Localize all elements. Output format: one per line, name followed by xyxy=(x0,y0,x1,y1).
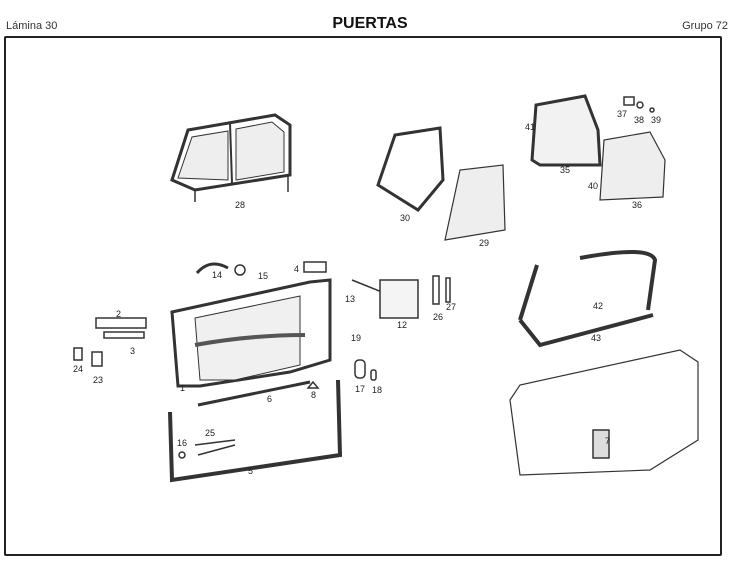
part-1-door-frame xyxy=(170,278,332,388)
callout-26: 26 xyxy=(433,312,444,322)
part-14-15-handle xyxy=(195,262,246,276)
part-23-24-stop xyxy=(73,347,103,367)
callout-8: 8 xyxy=(311,390,317,400)
part-6-rail xyxy=(197,380,311,407)
callout-27: 27 xyxy=(446,302,457,312)
callout-36: 36 xyxy=(632,200,643,210)
part-7-door-panel xyxy=(509,349,699,476)
callout-29: 29 xyxy=(479,238,490,248)
page-title: PUERTAS xyxy=(332,15,408,32)
part-42-43-window-channel xyxy=(518,250,658,348)
callout-14: 14 xyxy=(212,270,223,280)
callout-1: 1 xyxy=(180,383,186,393)
part-35-quarter-window xyxy=(530,94,602,167)
callout-30: 30 xyxy=(400,213,411,223)
part-8-17-18-small-parts xyxy=(306,359,377,389)
part-30-window-seal xyxy=(376,126,445,212)
part-36-glass xyxy=(599,131,666,201)
part-2-3-hinge-plates xyxy=(95,317,147,339)
diagram-frame xyxy=(4,36,722,556)
callout-15: 15 xyxy=(258,271,269,281)
callout-6: 6 xyxy=(267,394,273,404)
callout-18: 18 xyxy=(372,385,383,395)
callout-41: 41 xyxy=(525,122,536,132)
callout-7: 7 xyxy=(605,436,611,446)
part-12-lock xyxy=(351,279,419,319)
part-4-hinge xyxy=(303,261,327,273)
part-26-27-brackets xyxy=(432,275,451,305)
part-37-39-hardware xyxy=(623,96,655,113)
callout-2: 2 xyxy=(116,309,122,319)
sheet-number: Lámina 30 xyxy=(6,20,58,32)
part-25-16-rods xyxy=(178,439,236,459)
callout-19: 19 xyxy=(351,333,362,343)
callout-35: 35 xyxy=(560,165,571,175)
callout-23: 23 xyxy=(93,375,104,385)
group-number: Grupo 72 xyxy=(682,20,728,32)
callout-17: 17 xyxy=(355,384,366,394)
callout-39: 39 xyxy=(651,115,662,125)
callout-4: 4 xyxy=(294,264,300,274)
callout-13: 13 xyxy=(345,294,356,304)
part-5-lower-seal xyxy=(168,379,343,483)
callout-42: 42 xyxy=(593,301,604,311)
callout-16: 16 xyxy=(177,438,188,448)
callout-3: 3 xyxy=(130,346,136,356)
callout-38: 38 xyxy=(634,115,645,125)
callout-28: 28 xyxy=(235,200,246,210)
callout-37: 37 xyxy=(617,109,628,119)
callout-12: 12 xyxy=(397,320,408,330)
part-29-glass xyxy=(444,164,506,241)
part-28-sliding-window xyxy=(170,113,292,202)
callout-40: 40 xyxy=(588,181,599,191)
callout-25: 25 xyxy=(205,428,216,438)
callout-43: 43 xyxy=(591,333,602,343)
callout-5: 5 xyxy=(248,466,254,476)
callout-24: 24 xyxy=(73,364,84,374)
